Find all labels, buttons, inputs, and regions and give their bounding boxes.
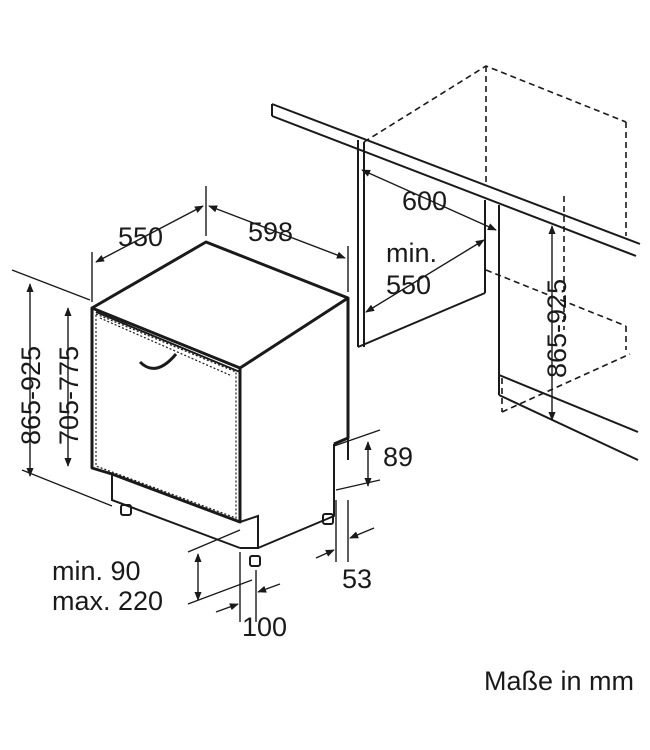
label-depth-550: 550: [118, 222, 163, 252]
label-foot-min: min. 90: [52, 556, 141, 586]
label-foot-max: max. 220: [52, 586, 163, 616]
dimension-labels: 550 598 600 min. 550 865-925 705-775 865…: [16, 186, 572, 642]
dishwasher-unit: [90, 240, 350, 567]
label-plinth-89: 89: [383, 442, 413, 472]
label-niche-depth-min: min.: [386, 238, 437, 268]
cabinet-niche: [271, 65, 641, 461]
label-foot-depth-100: 100: [242, 612, 287, 642]
label-offset-53: 53: [342, 564, 372, 594]
label-width-598: 598: [248, 217, 293, 247]
dimension-lines: [11, 169, 556, 622]
units-caption: Maße in mm: [484, 666, 634, 696]
label-niche-height: 865-925: [542, 279, 572, 378]
label-height-inner: 705-775: [54, 346, 84, 445]
label-height-outer: 865-925: [16, 346, 46, 445]
label-niche-depth-550: 550: [386, 270, 431, 300]
label-niche-width-600: 600: [402, 186, 447, 216]
